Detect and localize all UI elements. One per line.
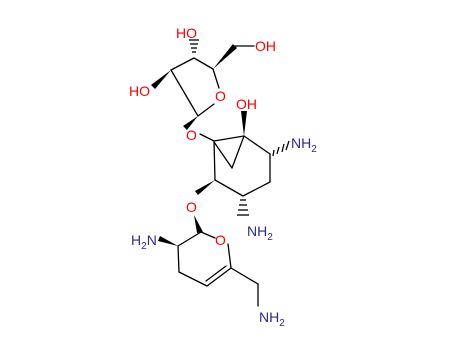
- label-oh-cyclohexane: OH: [236, 96, 257, 112]
- cyclohexane-hexagon: [213, 135, 271, 197]
- label-o-furanose: O: [215, 88, 226, 104]
- hash-bond-c3-oh: [189, 39, 199, 53]
- furanose-ring: [170, 57, 220, 117]
- wedge-bond-ring-olink2: [195, 180, 215, 195]
- wedge-bond-olink2-c1: [194, 215, 203, 233]
- label-h2n-pyran: H2N: [131, 232, 157, 252]
- wedge-bond-ring-oh: [241, 111, 247, 136]
- furanose-substituents: [151, 39, 255, 130]
- label-nh2-aminomethyl: NH2: [259, 309, 285, 329]
- hash-bond-ring-nh2: [272, 140, 290, 157]
- label-nh2-bottom: NH2: [247, 223, 273, 243]
- wedge-bond-pyran-nh2: [158, 236, 178, 246]
- label-ho-left: HO: [129, 83, 150, 99]
- label-nh2-right: NH2: [291, 135, 317, 155]
- label-oh-ch2: OH: [255, 38, 276, 54]
- atom-labels: HO OH HO O OH O NH2 O NH2: [129, 25, 317, 329]
- label-o-link1: O: [186, 127, 197, 143]
- wedge-bond-c4-ch2: [213, 44, 237, 69]
- cyclohexane-ring: [213, 135, 245, 169]
- label-ho-top: HO: [176, 25, 197, 41]
- label-o-link2: O: [186, 199, 197, 215]
- wedge-bond-c2-oh: [151, 70, 171, 89]
- cyclohexane-substituents: [195, 111, 290, 216]
- hash-bond-ring-nh2-bottom: [237, 199, 249, 216]
- wedge-bond-c1-olink: [183, 116, 198, 130]
- pyran-ring: [158, 215, 259, 307]
- label-o-pyran: O: [215, 232, 226, 248]
